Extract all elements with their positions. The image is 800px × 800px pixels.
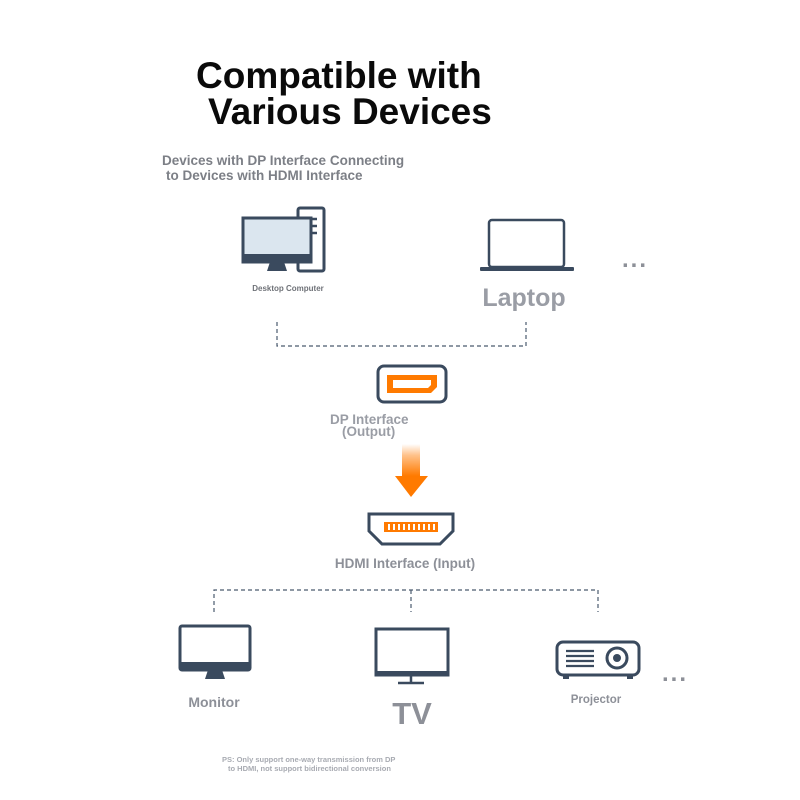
subtitle-line-1: Devices with DP Interface Connecting xyxy=(162,153,405,168)
dp-interface-label: DP Interface (Output) xyxy=(330,412,440,439)
tv-label: TV xyxy=(392,696,432,731)
more-targets-ellipsis: ... xyxy=(662,660,688,687)
tv-icon xyxy=(374,627,450,685)
dp-interface-line-2: (Output) xyxy=(342,424,396,439)
page-title: Compatible with Various Devices xyxy=(150,55,580,132)
dp-interface-line-1: DP Interface xyxy=(330,412,409,427)
subtitle-line-2: to Devices with HDMI Interface xyxy=(166,168,363,183)
dp-port-icon xyxy=(376,364,448,404)
laptop-label: Laptop xyxy=(482,284,566,312)
title-line-1: Compatible with xyxy=(196,55,482,96)
title-line-2: Various Devices xyxy=(208,91,492,132)
projector-label: Projector xyxy=(570,694,622,706)
more-sources-ellipsis: ... xyxy=(622,246,648,273)
projector-icon xyxy=(555,640,641,679)
arrow-down-icon xyxy=(395,444,428,497)
monitor-label: Monitor xyxy=(188,694,240,710)
footnote-line-1: PS: Only support one-way transmission fr… xyxy=(222,755,396,764)
hdmi-interface-label: HDMI Interface (Input) xyxy=(334,556,476,571)
laptop-icon xyxy=(480,218,574,271)
subtitle: Devices with DP Interface Connecting to … xyxy=(162,153,404,183)
desktop-computer-label: Desktop Computer xyxy=(252,284,324,293)
footnote: PS: Only support one-way transmission fr… xyxy=(222,755,395,773)
monitor-icon xyxy=(178,624,252,679)
hdmi-port-icon xyxy=(367,512,455,546)
footnote-line-2: to HDMI, not support bidirectional conve… xyxy=(228,764,391,773)
desktop-computer-icon xyxy=(241,206,326,273)
